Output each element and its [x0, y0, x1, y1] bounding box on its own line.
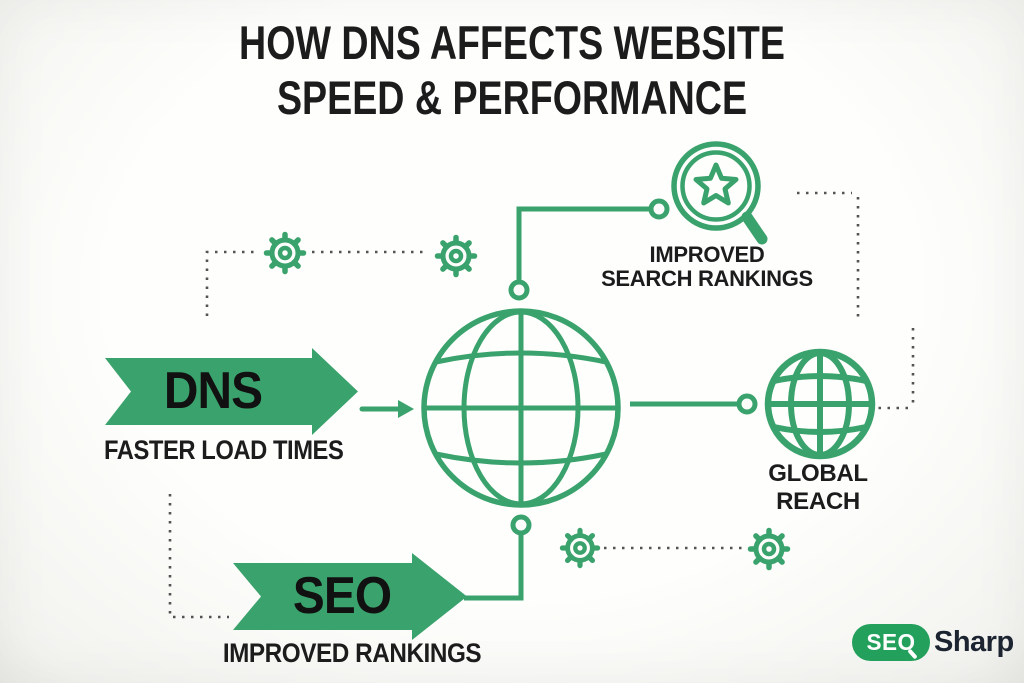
global-reach-line-2: REACH: [776, 488, 860, 515]
search-rankings-line-2: SEARCH RANKINGS: [601, 266, 813, 291]
seo-caption: IMPROVED RANKINGS: [222, 638, 482, 668]
arrow-right-icon: [359, 400, 414, 418]
page-title: HOW DNS AFFECTS WEBSITE SPEED & PERFORMA…: [0, 16, 1024, 125]
logo-seo-badge: SEO: [852, 624, 930, 661]
global-reach-line-1: GLOBAL: [768, 460, 868, 487]
connector-seo-to-globe: [464, 517, 529, 601]
seo-arrow-banner: [233, 553, 467, 640]
title-line-2: SPEED & PERFORMANCE: [276, 70, 748, 124]
dotted-line-reach-right: [877, 328, 915, 410]
connector-globe-to-reach: [630, 396, 755, 412]
dotted-line-dns-to-seo: [168, 494, 229, 619]
gear-icon: [267, 235, 304, 272]
seo-arrow-label: SEO: [292, 566, 392, 625]
logo-badge-text: SEO: [866, 629, 916, 655]
search-rankings-line-1: IMPROVED: [649, 242, 765, 267]
search-rankings-label: IMPROVED SEARCH RANKINGS: [557, 243, 857, 291]
magnifier-handle-icon: [907, 648, 918, 660]
gear-icon: [751, 531, 788, 568]
gear-icon: [562, 530, 597, 565]
brand-logo: SEO Sharp: [852, 624, 1014, 661]
global-reach-label: GLOBAL REACH: [718, 460, 918, 516]
dns-arrow-label: DNS: [163, 361, 263, 420]
logo-name-text: Sharp: [934, 626, 1014, 658]
title-line-1: HOW DNS AFFECTS WEBSITE: [239, 16, 785, 69]
dns-caption: FASTER LOAD TIMES: [104, 435, 344, 465]
small-globe-icon: [764, 348, 876, 460]
gear-icon: [438, 238, 475, 275]
connector-globe-to-search: [511, 201, 667, 298]
dotted-line-dns-to-gears: [205, 250, 428, 316]
globe-icon: [421, 308, 621, 508]
magnifier-star-icon: [671, 141, 768, 245]
dotted-line-search-down: [797, 191, 860, 318]
dns-arrow-banner: [105, 348, 358, 435]
